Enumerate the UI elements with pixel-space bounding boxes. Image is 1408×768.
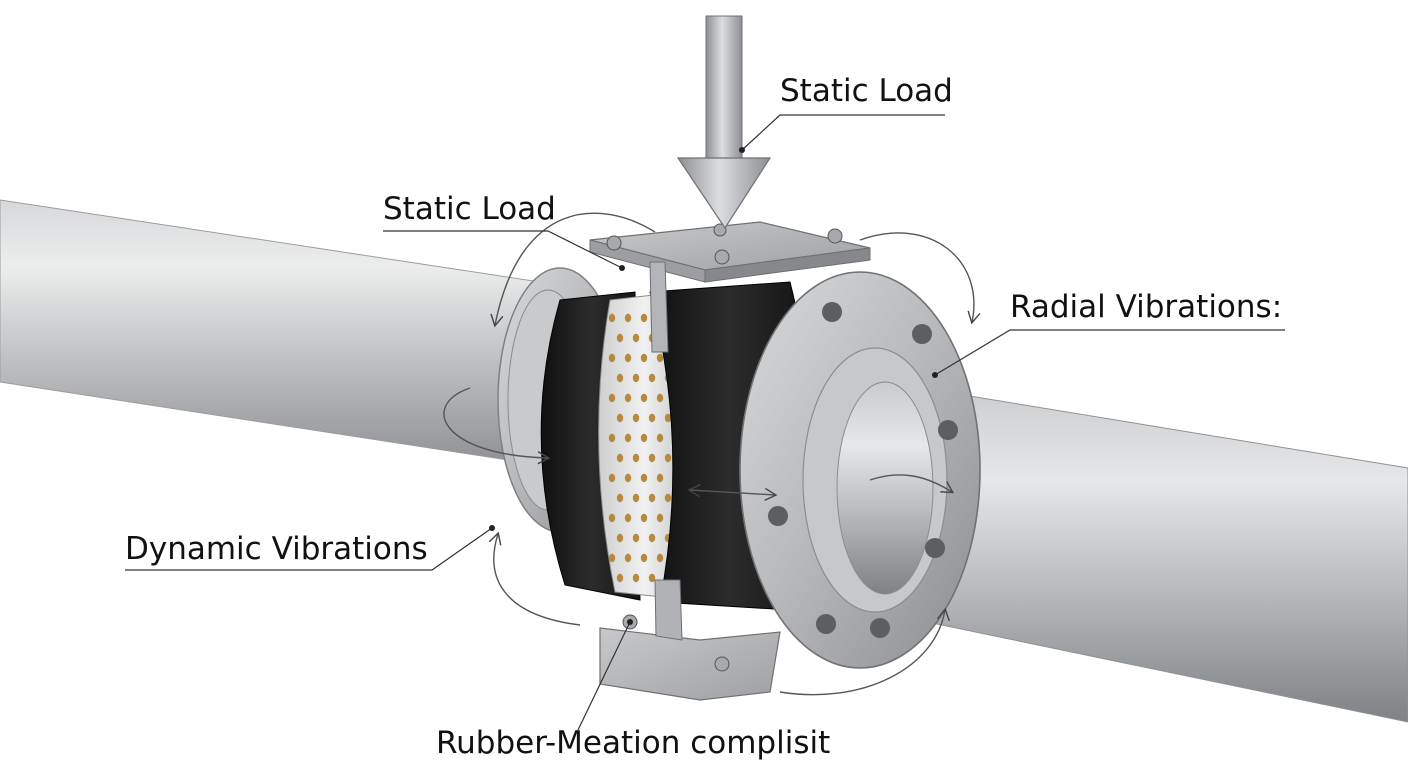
core-dot bbox=[609, 554, 615, 562]
core-dot bbox=[625, 394, 631, 402]
core-dot bbox=[641, 434, 647, 442]
core-dot bbox=[641, 514, 647, 522]
core-dot bbox=[625, 314, 631, 322]
core-dot bbox=[609, 354, 615, 362]
core-dot bbox=[633, 574, 639, 582]
radial-vibrations-label: Radial Vibrations: bbox=[1010, 292, 1282, 323]
core-dot bbox=[641, 554, 647, 562]
core-dot bbox=[633, 494, 639, 502]
flange-bolt-hole bbox=[870, 618, 890, 638]
core-dot bbox=[657, 554, 663, 562]
core-dot bbox=[649, 414, 655, 422]
flange-bolt-hole bbox=[816, 614, 836, 634]
dynamic-vibrations-label: Dynamic Vibrations bbox=[125, 534, 428, 565]
flange-bolt-hole bbox=[925, 538, 945, 558]
right-flange bbox=[740, 272, 980, 668]
rubber-caption-label: Rubber-Meation complisit bbox=[436, 728, 830, 759]
core-dot bbox=[617, 414, 623, 422]
core-dot bbox=[641, 354, 647, 362]
core-dot bbox=[633, 374, 639, 382]
core-dot bbox=[657, 354, 663, 362]
bolt bbox=[715, 657, 729, 671]
core-dot bbox=[657, 514, 663, 522]
core-dot bbox=[625, 434, 631, 442]
core-dot bbox=[617, 334, 623, 342]
core-dot bbox=[641, 394, 647, 402]
core-dot bbox=[625, 514, 631, 522]
core-dot bbox=[617, 494, 623, 502]
core-dot bbox=[657, 474, 663, 482]
core-dot bbox=[617, 454, 623, 462]
core-dot bbox=[625, 354, 631, 362]
leader-line bbox=[383, 231, 622, 268]
core-dot bbox=[641, 474, 647, 482]
bolt bbox=[715, 250, 729, 264]
bolt bbox=[607, 236, 621, 250]
core-dot bbox=[625, 554, 631, 562]
leader-line bbox=[935, 330, 1285, 375]
core-dot bbox=[633, 414, 639, 422]
core-dot bbox=[649, 494, 655, 502]
core-dot bbox=[609, 474, 615, 482]
core-dot bbox=[641, 314, 647, 322]
flange-bolt-hole bbox=[912, 324, 932, 344]
flange-bolt-hole bbox=[938, 420, 958, 440]
core-dot bbox=[649, 374, 655, 382]
core-dot bbox=[665, 414, 671, 422]
core-dot bbox=[633, 454, 639, 462]
core-dot bbox=[665, 494, 671, 502]
core-dot bbox=[665, 454, 671, 462]
core-dot bbox=[609, 514, 615, 522]
core-dot bbox=[609, 434, 615, 442]
core-dot bbox=[633, 334, 639, 342]
flange-bolt-hole bbox=[822, 302, 842, 322]
core-dot bbox=[609, 314, 615, 322]
core-dot bbox=[617, 574, 623, 582]
core-dot bbox=[649, 454, 655, 462]
flange-bolt-hole bbox=[768, 506, 788, 526]
static-load-arrow bbox=[678, 16, 770, 228]
bolt bbox=[828, 229, 842, 243]
core-dot bbox=[617, 374, 623, 382]
left-pipe bbox=[0, 200, 560, 468]
core-dot bbox=[649, 574, 655, 582]
core-dot bbox=[633, 534, 639, 542]
static-load-left-label: Static Load bbox=[383, 194, 556, 225]
core-dot bbox=[609, 394, 615, 402]
core-dot bbox=[625, 474, 631, 482]
core-dot bbox=[617, 534, 623, 542]
core-dot bbox=[657, 434, 663, 442]
leader-line bbox=[742, 115, 945, 150]
core-dot bbox=[657, 394, 663, 402]
core-dot bbox=[649, 534, 655, 542]
static-load-top-label: Static Load bbox=[780, 76, 953, 107]
